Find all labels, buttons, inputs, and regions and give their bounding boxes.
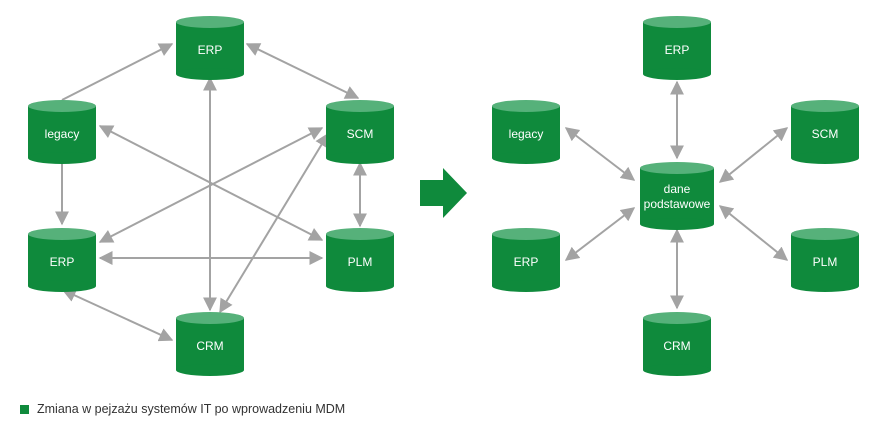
node-label: legacy xyxy=(45,127,80,141)
arrow-legacy-to-erp-top xyxy=(61,43,174,101)
node-erp-top-left: ERP xyxy=(176,16,244,80)
arrow-erp-top-scm xyxy=(245,43,360,99)
node-master-data-hub: dane podstawowe xyxy=(640,162,714,230)
node-plm-left: PLM xyxy=(326,228,394,292)
node-label: CRM xyxy=(663,339,690,353)
node-label-line1: dane xyxy=(664,182,691,196)
node-label-line2: podstawowe xyxy=(644,197,711,211)
node-plm-right: PLM xyxy=(791,228,859,292)
node-erp-left-left: ERP xyxy=(28,228,96,292)
arrow-hub-scm xyxy=(718,127,789,183)
node-erp-top-right: ERP xyxy=(643,16,711,80)
arrow-hub-plm xyxy=(718,205,789,261)
transition-arrow-icon xyxy=(420,168,467,218)
caption-text: Zmiana w pejzażu systemów IT po wprowadz… xyxy=(37,402,346,416)
node-crm-left: CRM xyxy=(176,312,244,376)
caption-square-icon xyxy=(20,404,29,414)
arrow-hub-erp-left xyxy=(564,207,636,261)
node-legacy-right: legacy xyxy=(492,100,560,164)
node-label: CRM xyxy=(196,339,223,353)
arrow-scm-crm xyxy=(219,132,329,314)
node-label: ERP xyxy=(514,255,539,269)
node-legacy-left: legacy xyxy=(28,100,96,164)
node-erp-left-right: ERP xyxy=(492,228,560,292)
node-label: PLM xyxy=(348,255,373,269)
left-diagram xyxy=(55,43,367,342)
node-crm-right: CRM xyxy=(643,312,711,376)
node-label: legacy xyxy=(509,127,544,141)
node-label: ERP xyxy=(665,43,690,57)
node-scm-left: SCM xyxy=(326,100,394,164)
node-label: SCM xyxy=(347,127,374,141)
right-diagram xyxy=(564,80,789,310)
arrow-erp-left-crm xyxy=(61,288,174,342)
node-scm-right: SCM xyxy=(791,100,859,164)
figure-caption: Zmiana w pejzażu systemów IT po wprowadz… xyxy=(20,402,345,416)
node-label: PLM xyxy=(813,255,838,269)
node-label: ERP xyxy=(198,43,223,57)
arrow-hub-legacy xyxy=(564,127,636,181)
node-label: ERP xyxy=(50,255,75,269)
node-label: SCM xyxy=(812,127,839,141)
